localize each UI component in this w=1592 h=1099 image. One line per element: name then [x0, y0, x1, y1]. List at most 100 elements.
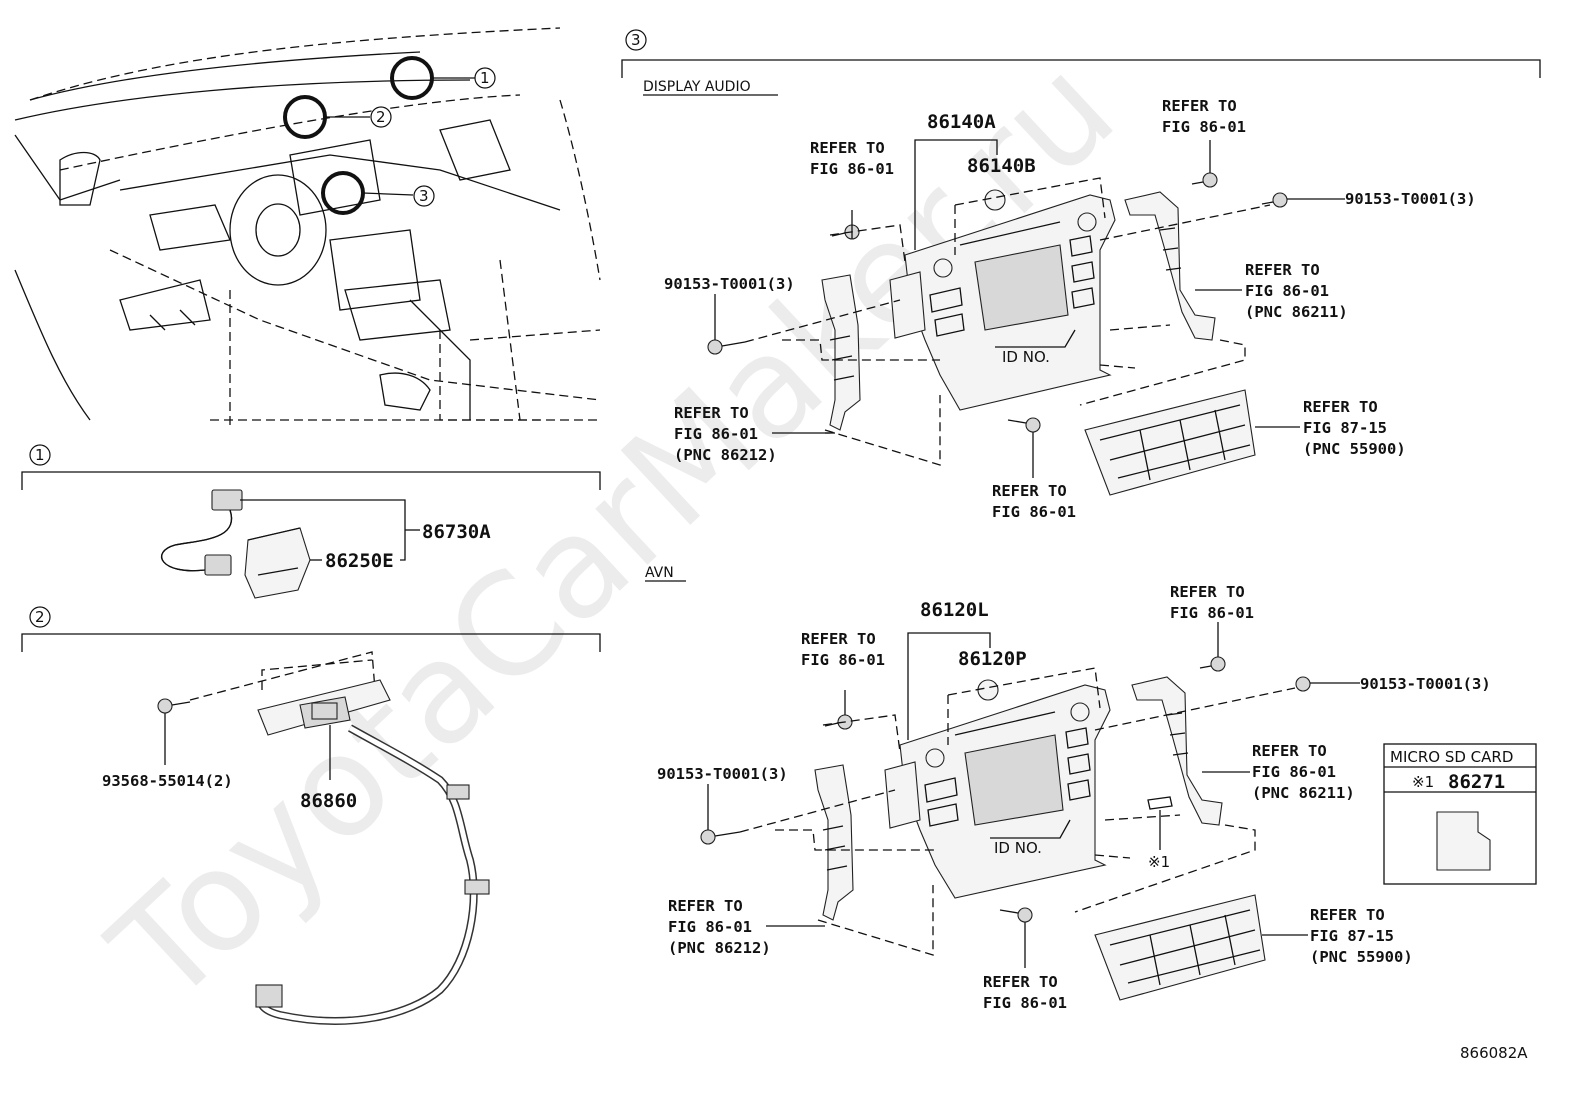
svg-text:FIG 86-01: FIG 86-01: [668, 918, 752, 936]
refer-left[interactable]: REFER TO FIG 86-01 (PNC 86212): [674, 404, 777, 464]
display-audio-title: DISPLAY AUDIO: [643, 79, 751, 95]
svg-text:FIG 86-01: FIG 86-01: [983, 994, 1067, 1012]
label-screw-right[interactable]: 90153-T0001(3): [1360, 675, 1491, 693]
svg-text:FIG 86-01: FIG 86-01: [992, 503, 1076, 521]
svg-text:(PNC 86212): (PNC 86212): [668, 939, 771, 957]
label-86271[interactable]: 86271: [1448, 771, 1505, 793]
label-86730A[interactable]: 86730A: [422, 521, 491, 543]
svg-text:2: 2: [376, 108, 386, 126]
bracket-right-86211[interactable]: [1124, 191, 1216, 341]
section-3-marker: [625, 29, 647, 51]
section-3: 3: [621, 29, 1541, 78]
label-screw-left[interactable]: 90153-T0001(3): [664, 275, 795, 293]
display-audio-group: DISPLAY AUDIO 86140A 86140B ID NO.: [643, 79, 1476, 521]
sd-card-icon: [1436, 811, 1491, 871]
svg-text:2: 2: [35, 608, 45, 626]
callout-1[interactable]: [474, 67, 496, 89]
svg-text:FIG 86-01: FIG 86-01: [1245, 282, 1329, 300]
refer-right[interactable]: REFER TO FIG 86-01 (PNC 86211): [1252, 742, 1355, 802]
diagram-id: 866082A: [1460, 1044, 1528, 1062]
svg-text:REFER TO: REFER TO: [1303, 398, 1378, 416]
refer-top-left[interactable]: REFER TO FIG 86-01: [801, 630, 885, 669]
svg-text:FIG 86-01: FIG 86-01: [1252, 763, 1336, 781]
refer-left[interactable]: REFER TO FIG 86-01 (PNC 86212): [668, 897, 771, 957]
section-2-marker: [29, 606, 51, 628]
display-screen: [974, 244, 1069, 331]
label-86120L[interactable]: 86120L: [920, 599, 989, 621]
bracket-left-86212[interactable]: [821, 274, 861, 431]
svg-text:REFER TO: REFER TO: [1252, 742, 1327, 760]
bracket-right-86211[interactable]: [1131, 676, 1223, 826]
svg-text:FIG 87-15: FIG 87-15: [1310, 927, 1394, 945]
svg-text:1: 1: [480, 69, 490, 87]
climate-panel-55900[interactable]: [1094, 894, 1266, 1001]
svg-text:3: 3: [419, 187, 429, 205]
screw-icon: [1202, 172, 1218, 188]
svg-text:(PNC 55900): (PNC 55900): [1303, 440, 1406, 458]
label-86140A[interactable]: 86140A: [927, 111, 996, 133]
screw-icon: [700, 829, 716, 845]
svg-text:(PNC 86211): (PNC 86211): [1245, 303, 1348, 321]
svg-text:FIG 86-01: FIG 86-01: [1170, 604, 1254, 622]
svg-text:REFER TO: REFER TO: [1245, 261, 1320, 279]
id-no-label: ID NO.: [994, 839, 1042, 857]
sd-card-title: MICRO SD CARD: [1390, 748, 1513, 766]
section-2: 2 93568-55014(2) 86860: [21, 606, 601, 1025]
label-86860[interactable]: 86860: [300, 790, 357, 812]
screw-icon: [1272, 192, 1288, 208]
bracket-left-86212[interactable]: [814, 764, 854, 921]
screw-icon: [1025, 417, 1041, 433]
screw-icon: [157, 698, 173, 714]
svg-text:REFER TO: REFER TO: [992, 482, 1067, 500]
knob-86120P[interactable]: [977, 679, 999, 701]
svg-text:1: 1: [35, 446, 45, 464]
screw-icon: [1295, 676, 1311, 692]
screw-icon: [1210, 656, 1226, 672]
refer-climate[interactable]: REFER TO FIG 87-15 (PNC 55900): [1310, 906, 1413, 966]
refer-right[interactable]: REFER TO FIG 86-01 (PNC 86211): [1245, 261, 1348, 321]
svg-text:3: 3: [631, 31, 641, 49]
svg-text:FIG 87-15: FIG 87-15: [1303, 419, 1387, 437]
callout-3[interactable]: [413, 185, 435, 207]
svg-text:FIG 86-01: FIG 86-01: [801, 651, 885, 669]
svg-text:(PNC 86212): (PNC 86212): [674, 446, 777, 464]
dashboard-overview: 1 2 3: [14, 27, 601, 430]
refer-top-right[interactable]: REFER TO FIG 86-01: [1162, 97, 1246, 136]
label-86140B[interactable]: 86140B: [967, 155, 1036, 177]
display-screen: [964, 734, 1064, 826]
refer-bottom[interactable]: REFER TO FIG 86-01: [992, 482, 1076, 521]
label-screw-right[interactable]: 90153-T0001(3): [1345, 190, 1476, 208]
svg-text:REFER TO: REFER TO: [674, 404, 749, 422]
avn-title: AVN: [645, 565, 674, 581]
svg-text:REFER TO: REFER TO: [801, 630, 876, 648]
connector-icon: [211, 489, 243, 511]
svg-text:REFER TO: REFER TO: [1310, 906, 1385, 924]
label-86250E[interactable]: 86250E: [325, 550, 394, 572]
micro-sd-card-box[interactable]: MICRO SD CARD ※1 86271: [1383, 743, 1537, 885]
svg-text:REFER TO: REFER TO: [983, 973, 1058, 991]
svg-text:FIG 86-01: FIG 86-01: [674, 425, 758, 443]
avn-group: AVN 86120L 86120P ID NO. ※1: [645, 565, 1491, 1012]
callout-2[interactable]: [370, 106, 392, 128]
refer-bottom[interactable]: REFER TO FIG 86-01: [983, 973, 1067, 1012]
svg-text:FIG 86-01: FIG 86-01: [810, 160, 894, 178]
note-mark: ※1: [1148, 853, 1170, 871]
svg-text:REFER TO: REFER TO: [810, 139, 885, 157]
label-93568-55014[interactable]: 93568-55014(2): [102, 772, 233, 790]
svg-text:REFER TO: REFER TO: [668, 897, 743, 915]
refer-top-right[interactable]: REFER TO FIG 86-01: [1170, 583, 1254, 622]
knob-86140B[interactable]: [984, 189, 1006, 211]
screw-icon: [707, 339, 723, 355]
svg-text:FIG 86-01: FIG 86-01: [1162, 118, 1246, 136]
svg-text:REFER TO: REFER TO: [1170, 583, 1245, 601]
svg-text:(PNC 55900): (PNC 55900): [1310, 948, 1413, 966]
climate-panel-55900[interactable]: [1084, 389, 1256, 496]
label-86120P[interactable]: 86120P: [958, 648, 1027, 670]
section-1-marker: [29, 444, 51, 466]
section-1: 1 86730A 86250E: [21, 444, 601, 599]
refer-climate[interactable]: REFER TO FIG 87-15 (PNC 55900): [1303, 398, 1406, 458]
refer-top-left[interactable]: REFER TO FIG 86-01: [810, 139, 894, 178]
label-screw-left[interactable]: 90153-T0001(3): [657, 765, 788, 783]
